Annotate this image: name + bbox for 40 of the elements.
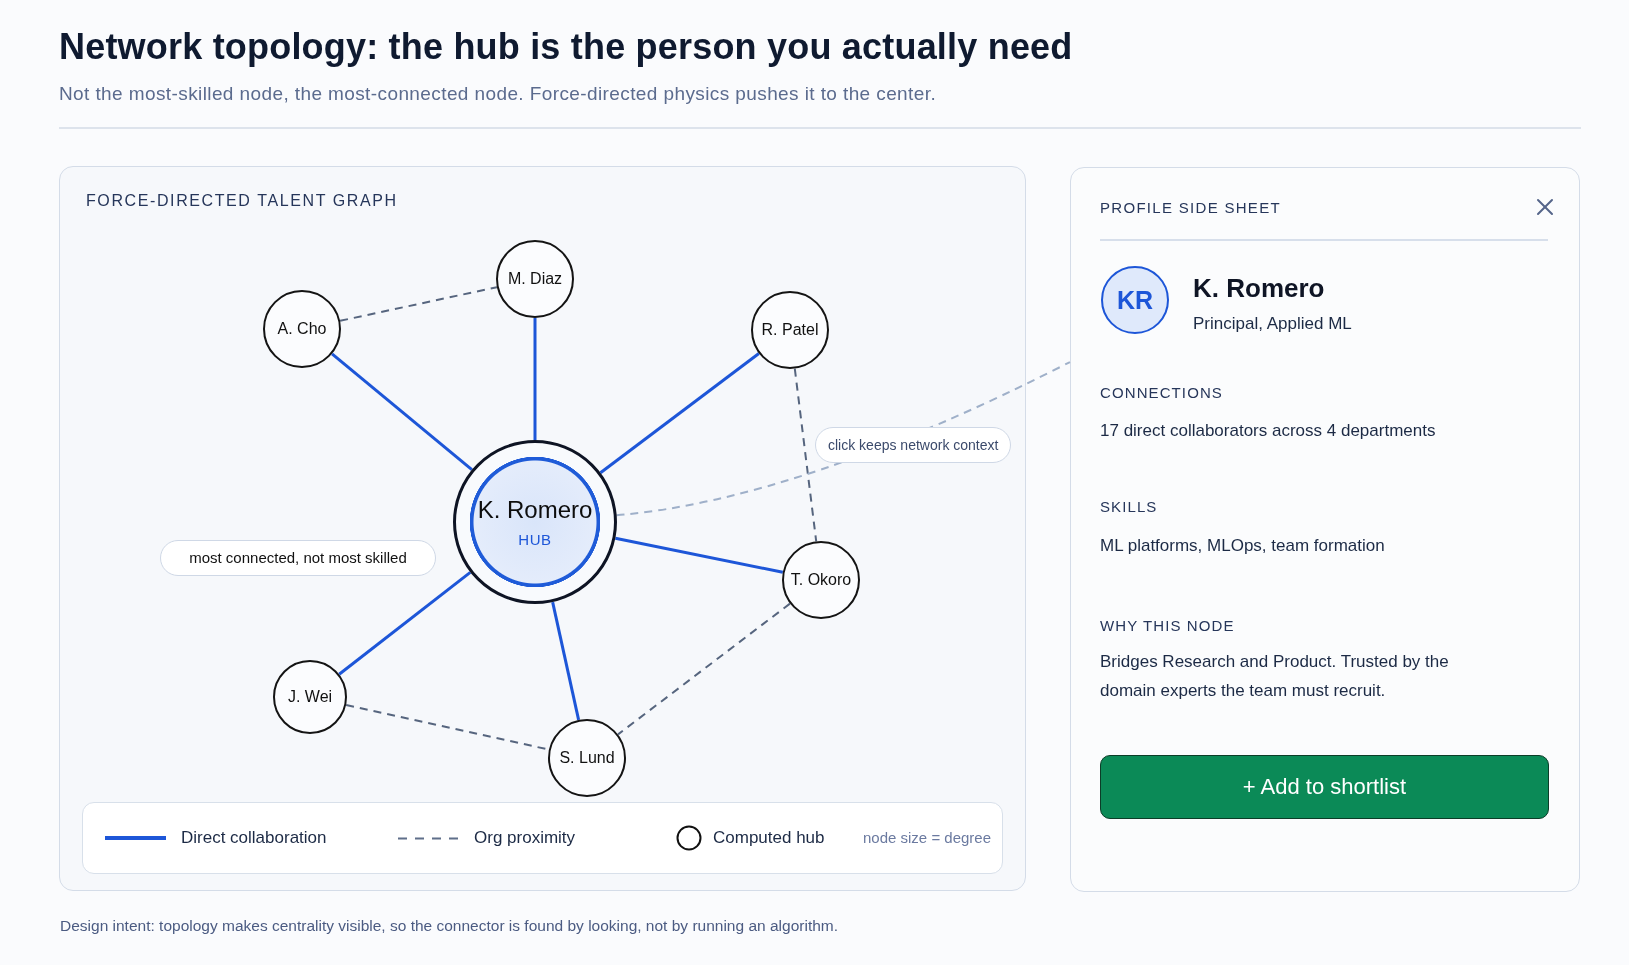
section-text: 17 direct collaborators across 4 departments <box>1100 420 1436 442</box>
connector-line <box>338 571 472 676</box>
edge-label: click keeps network context <box>815 427 1012 463</box>
sheet-heading: PROFILE SIDE SHEET <box>1100 198 1281 218</box>
legend-note: node size = degree <box>863 828 991 848</box>
person-node: S. Lund <box>548 719 626 797</box>
profile-name: K. Romero <box>1193 272 1325 304</box>
callout-note: most connected, not most skilled <box>160 540 436 576</box>
person-node: J. Wei <box>273 660 347 734</box>
person-node: M. Diaz <box>496 240 574 318</box>
dashed-connector <box>617 602 791 736</box>
connector-line <box>615 536 784 574</box>
section-heading: WHY THIS NODE <box>1100 616 1235 636</box>
page-title: Network topology: the hub is the person you actually need <box>59 25 1073 69</box>
connector-line <box>551 601 581 721</box>
connector-line <box>331 352 473 471</box>
legend-label: Computed hub <box>713 828 825 848</box>
person-node: A. Cho <box>263 290 341 368</box>
profile-sheet <box>1070 167 1580 892</box>
graph-panel <box>59 166 1026 891</box>
person-node: T. Okoro <box>782 541 860 619</box>
avatar-initials: KR <box>1101 266 1169 334</box>
section-text: ML platforms, MLOps, team formation <box>1100 535 1385 557</box>
page-subtitle: Not the most-skilled node, the most-connected node. Force-directed physics pushes it to the center. <box>59 82 937 106</box>
add-shortlist-button: + Add to shortlist <box>1100 755 1549 819</box>
legend-label: Direct collaboration <box>181 828 327 848</box>
connector-line <box>599 352 760 474</box>
panel-heading: FORCE-DIRECTED TALENT GRAPH <box>86 191 398 211</box>
person-node: R. Patel <box>751 291 829 369</box>
section-text: Bridges Research and Product. Trusted by the domain experts the team must recruit. <box>1100 651 1450 702</box>
dashed-connector <box>339 286 498 322</box>
hub-name: K. Romero <box>477 495 593 525</box>
footnote: Design intent: topology makes centrality visible, so the connector is found by looking, not by running an algorithm. <box>60 916 839 936</box>
profile-role: Principal, Applied ML <box>1193 313 1352 335</box>
connector-line <box>533 318 537 440</box>
section-heading: CONNECTIONS <box>1100 383 1223 403</box>
dashed-connector <box>793 367 818 543</box>
section-heading: SKILLS <box>1100 497 1158 517</box>
hub-tag: HUB <box>518 531 552 549</box>
legend-label: Org proximity <box>474 828 576 848</box>
